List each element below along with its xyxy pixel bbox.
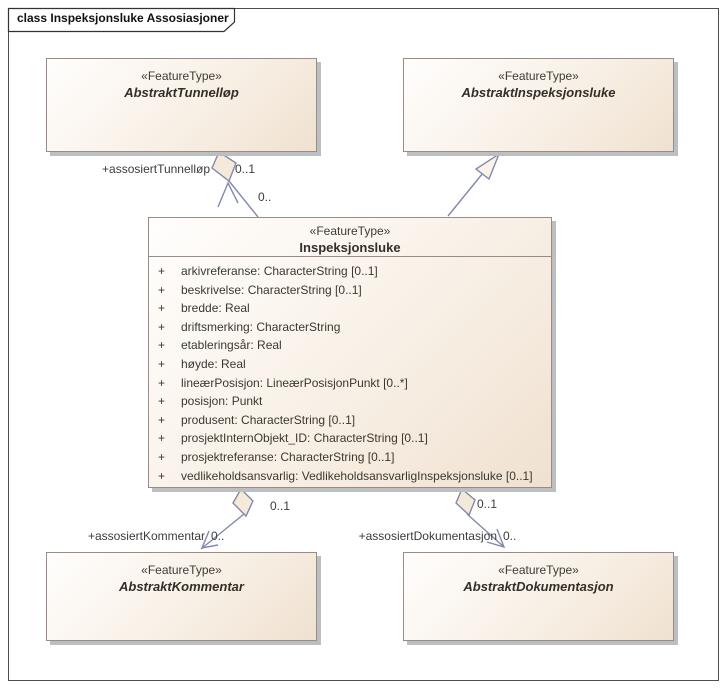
association-line — [466, 513, 505, 548]
generalization-inspeksjonsluke — [447, 152, 501, 217]
attribute-row: + lineærPosisjon: LineærPosisjonPunkt [0.… — [158, 374, 543, 393]
attribute-text: etableringsår: Real — [181, 338, 282, 353]
attribute-row: + beskrivelse: CharacterString [0..1] — [158, 281, 543, 300]
attribute-text: bredde: Real — [181, 301, 250, 316]
attribute-row: + høyde: Real — [158, 355, 543, 374]
visibility-symbol: + — [158, 338, 166, 353]
class-stereotype: «FeatureType» — [141, 69, 222, 83]
attribute-text: driftsmerking: CharacterString — [181, 319, 341, 334]
attribute-row: + etableringsår: Real — [158, 336, 543, 355]
attribute-text: produsent: CharacterString [0..1] — [181, 412, 356, 427]
open-arrowhead-icon — [486, 528, 506, 549]
attribute-row: + arkivreferanse: CharacterString [0..1] — [158, 262, 543, 281]
class-box-inspeksjonsluke[interactable]: «FeatureType» Inspeksjonsluke + arkivrefe… — [148, 217, 552, 488]
attribute-row: + bredde: Real — [158, 299, 543, 318]
aggregation-diamond-icon — [211, 150, 237, 183]
attribute-text: prosjektInternObjekt_ID: CharacterString… — [181, 431, 428, 446]
attribute-row: + posisjon: Punkt — [158, 392, 543, 411]
aggregation-diamond-icon — [455, 487, 476, 517]
class-box-abstrakt-kommentar[interactable]: «FeatureType» AbstraktKommentar — [46, 552, 317, 641]
visibility-symbol: + — [158, 394, 166, 409]
attribute-list: +arkivreferanse: CharacterString [0..1] … — [149, 257, 551, 485]
attribute-text: prosjektreferanse: CharacterString [0..1… — [181, 449, 395, 464]
class-stereotype: «FeatureType» — [498, 69, 579, 83]
visibility-symbol: + — [158, 431, 166, 446]
association-tunnellop — [211, 150, 259, 218]
visibility-symbol: + — [158, 282, 166, 297]
visibility-symbol: + — [158, 375, 166, 390]
aggregation-diamond-icon — [232, 487, 254, 518]
class-box-abstrakt-inspeksjonsluke[interactable]: «FeatureType» AbstraktInspeksjonsluke — [403, 58, 674, 152]
role-label-assosiert-dokumentasjon: +assosiertDokumentasjon — [358, 529, 497, 543]
role-label-assosiert-kommentar: +assosiertKommentar — [87, 529, 205, 543]
class-name: Inspeksjonsluke — [299, 240, 401, 255]
attribute-text: høyde: Real — [181, 356, 246, 371]
attribute-row: + prosjektreferanse: CharacterString [0..… — [158, 448, 543, 467]
attribute-text: lineærPosisjon: LineærPosisjonPunkt [0..… — [181, 375, 408, 390]
multiplicity-label: 0.. — [211, 529, 225, 543]
attribute-text: beskrivelse: CharacterString [0..1] — [181, 282, 362, 297]
attribute-text: vedlikeholdsansvarlig: Vedlikeholdsansva… — [181, 468, 533, 483]
diagram-tab — [7, 7, 236, 33]
visibility-symbol: + — [158, 468, 166, 483]
multiplicity-label: 0.. — [258, 190, 272, 204]
visibility-symbol: + — [158, 301, 166, 316]
visibility-symbol: + — [158, 412, 166, 427]
class-name: AbstraktTunnelløp — [124, 85, 239, 100]
open-arrowhead-icon — [217, 181, 239, 208]
class-stereotype: «FeatureType» — [141, 563, 222, 577]
class-stereotype: «FeatureType» — [498, 563, 579, 577]
generalization-line — [447, 172, 484, 217]
class-stereotype: «FeatureType» — [309, 224, 391, 238]
attribute-text: arkivreferanse: CharacterString [0..1] — [181, 264, 378, 278]
visibility-symbol: + — [158, 264, 166, 278]
frame-border — [8, 8, 719, 681]
multiplicity-label: 0..1 — [270, 499, 291, 513]
class-box-abstrakt-tunnellop[interactable]: «FeatureType» AbstraktTunnelløp — [46, 58, 317, 152]
diagram-title: class Inspeksjonsluke Assosiasjoner — [17, 11, 229, 25]
attribute-row: + vedlikeholdsansvarlig: Vedlikeholdsansv… — [158, 467, 543, 486]
association-line — [200, 513, 245, 550]
association-line — [228, 180, 259, 218]
class-box-abstrakt-dokumentasjon[interactable]: «FeatureType» AbstraktDokumentasjon — [403, 552, 674, 641]
multiplicity-label: 0.. — [503, 529, 517, 543]
association-dokumentasjon — [455, 487, 506, 549]
attribute-row: + produsent: CharacterString [0..1] — [158, 411, 543, 430]
visibility-symbol: + — [158, 449, 166, 464]
visibility-symbol: + — [158, 356, 166, 371]
multiplicity-label: 0..1 — [477, 497, 498, 511]
role-label-assosiert-tunnellop: +assosiertTunnelløp — [102, 162, 210, 176]
visibility-symbol: + — [158, 319, 166, 334]
class-name: AbstraktKommentar — [119, 579, 244, 594]
class-name: AbstraktInspeksjonsluke — [461, 85, 616, 100]
multiplicity-label: 0..1 — [235, 162, 256, 176]
class-name: AbstraktDokumentasjon — [463, 579, 614, 594]
attribute-row: + prosjektInternObjekt_ID: CharacterStrin… — [158, 429, 543, 448]
association-kommentar — [200, 487, 254, 550]
generalization-triangle-icon — [474, 152, 501, 181]
attribute-text: posisjon: Punkt — [181, 394, 263, 409]
open-arrowhead-icon — [200, 530, 219, 549]
attribute-row: + driftsmerking: CharacterString — [158, 318, 543, 337]
